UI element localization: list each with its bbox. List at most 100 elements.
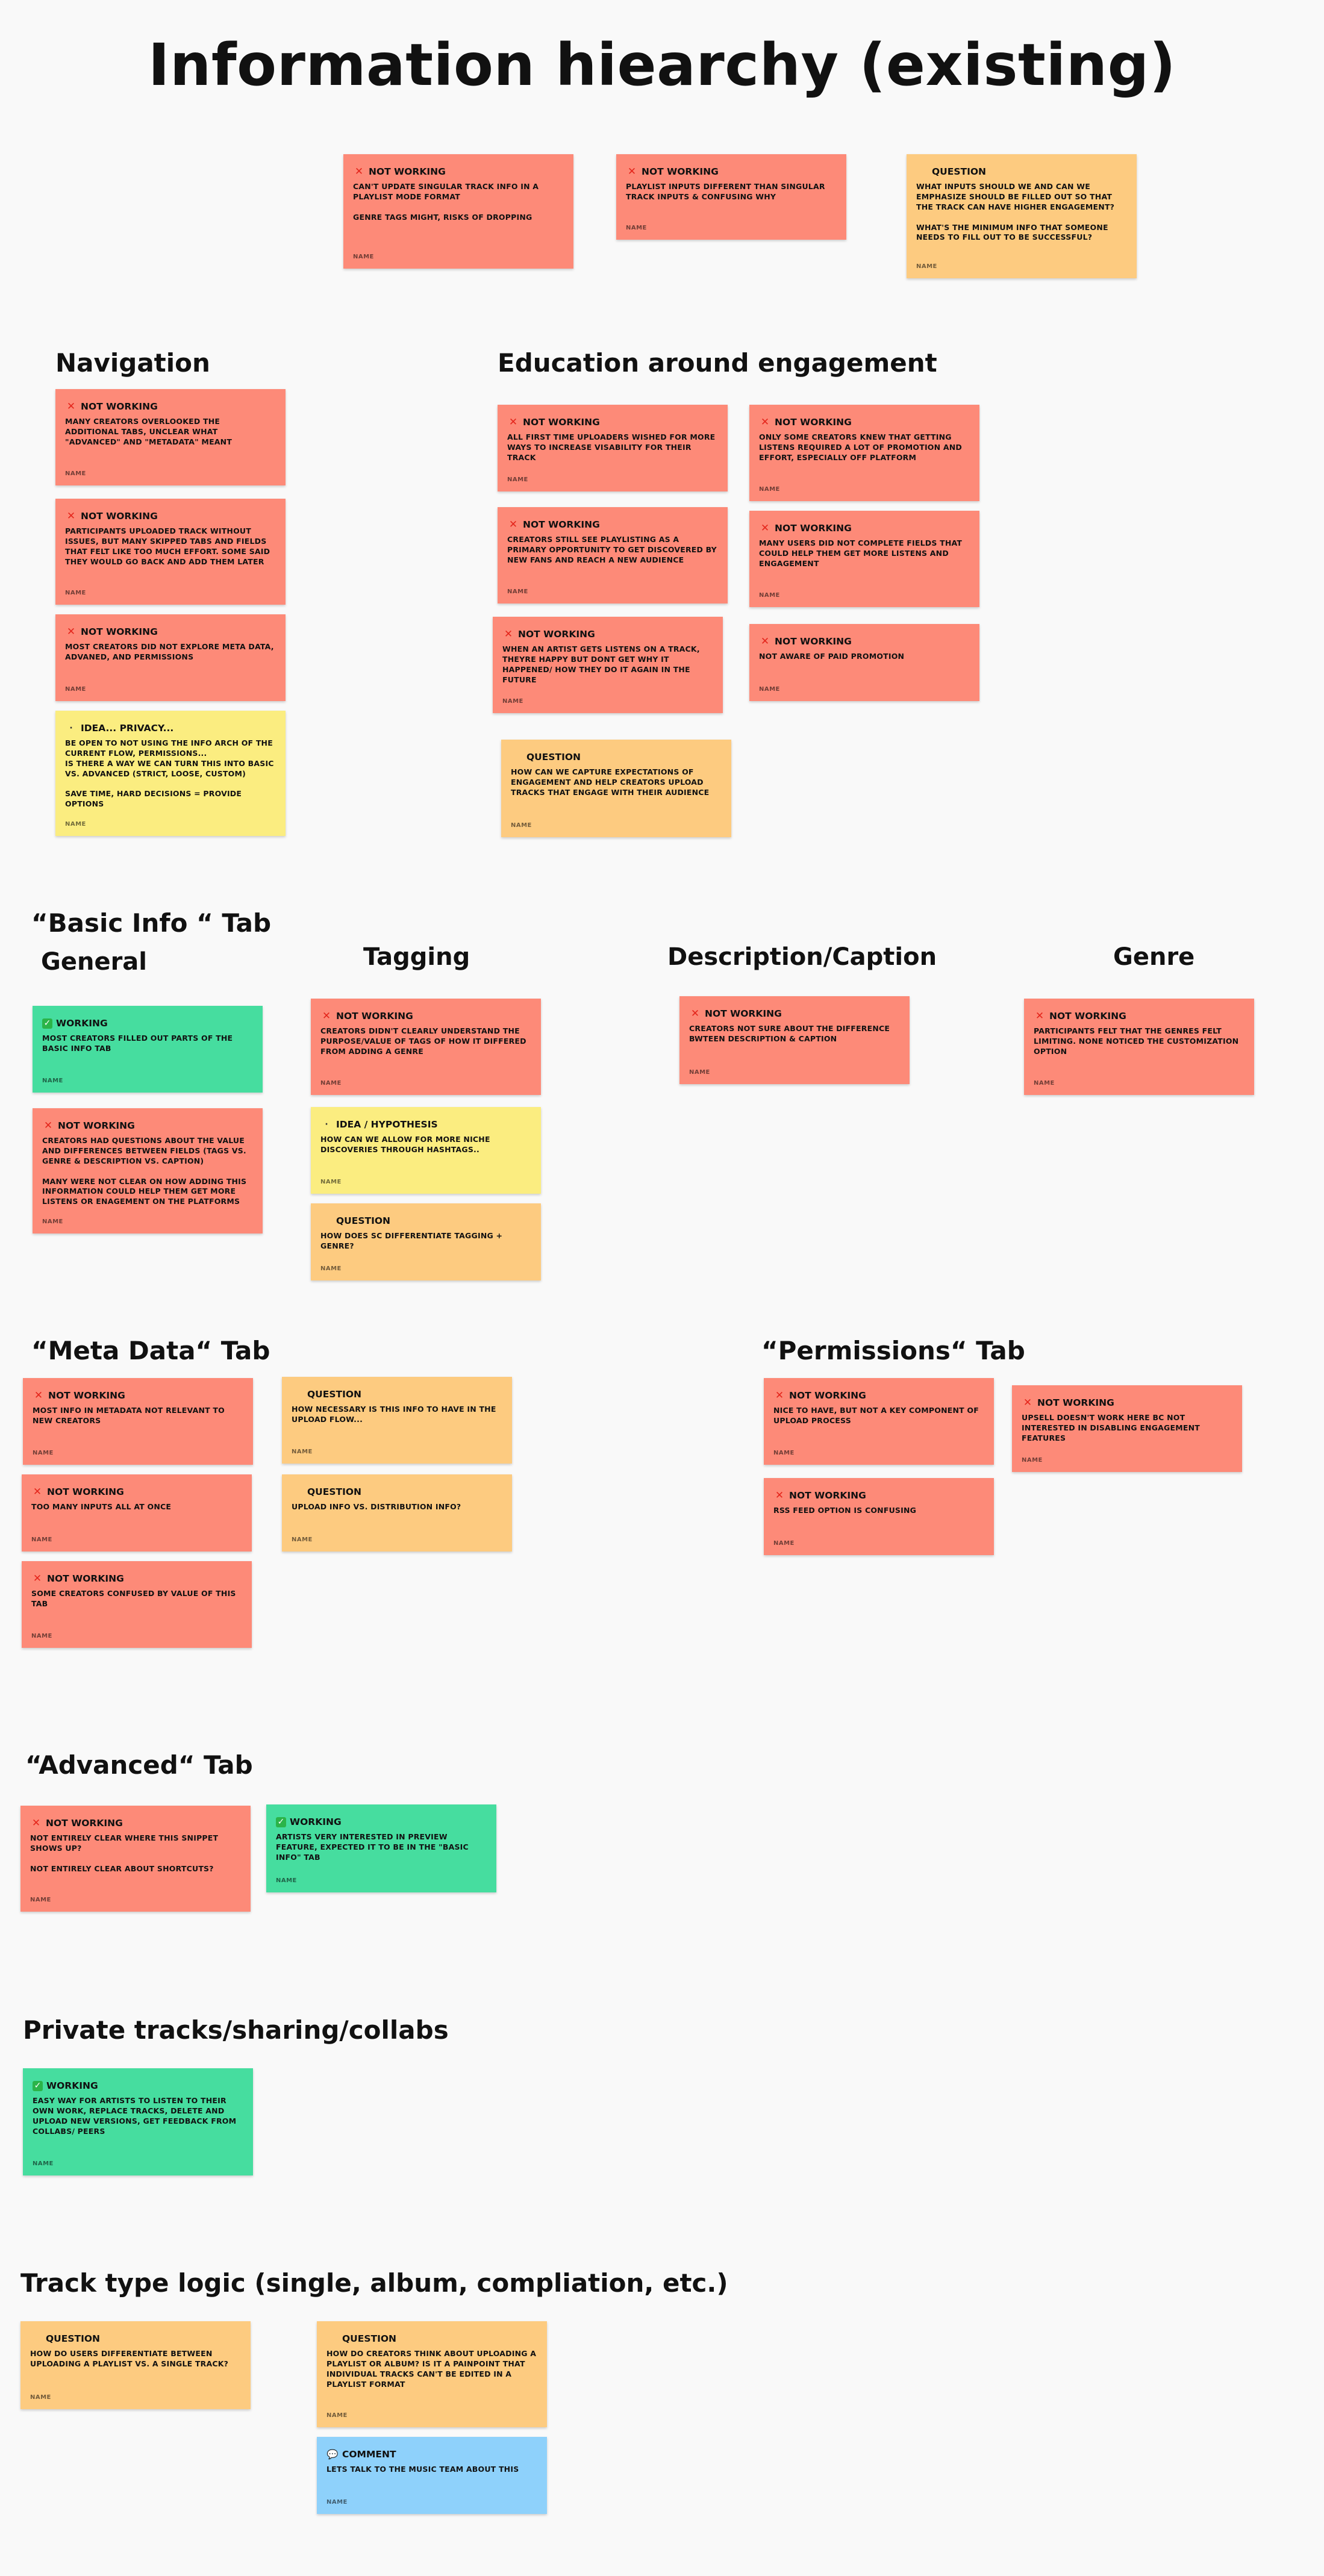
sticky-note[interactable]: ✕NOT WORKING NOT ENTIRELY CLEAR WHERE TH… [20, 1806, 251, 1912]
note-label: NOT WORKING [1049, 1011, 1126, 1021]
sticky-note[interactable]: ?QUESTION HOW NECESSARY IS THIS INFO TO … [282, 1377, 512, 1464]
note-label: NOT WORKING [81, 626, 158, 637]
sticky-note[interactable]: ✓WORKING ARTISTS VERY INTERESTED IN PREV… [266, 1804, 496, 1892]
note-text: HOW DO CREATORS THINK ABOUT UPLOADING A … [326, 2349, 537, 2389]
sticky-note[interactable]: ✕NOT WORKING RSS FEED OPTION IS CONFUSIN… [764, 1478, 994, 1555]
sticky-note[interactable]: ✕NOT WORKING PLAYLIST INPUTS DIFFERENT T… [616, 154, 846, 240]
note-label: NOT WORKING [336, 1011, 413, 1021]
sticky-note[interactable]: ·IDEA / HYPOTHESIS HOW CAN WE ALLOW FOR … [311, 1107, 541, 1194]
note-author: NAME [320, 1179, 342, 1185]
note-author: NAME [292, 1449, 313, 1455]
sticky-note[interactable]: ?QUESTION HOW DO USERS DIFFERENTIATE BET… [20, 2321, 251, 2409]
sticky-note[interactable]: ✕NOT WORKING MANY USERS DID NOT COMPLETE… [749, 511, 979, 607]
sticky-note[interactable]: ?QUESTION HOW DO CREATORS THINK ABOUT UP… [317, 2321, 547, 2427]
sticky-note[interactable]: ✕NOT WORKING MANY CREATORS OVERLOOKED TH… [55, 389, 286, 485]
sticky-note[interactable]: ?QUESTION UPLOAD INFO VS. DISTRIBUTION I… [282, 1474, 512, 1552]
question-icon: ? [916, 167, 928, 177]
speech-bubble-icon: 💬 [326, 2448, 339, 2460]
sticky-note[interactable]: ✕NOT WORKING UPSELL DOESN'T WORK HERE BC… [1012, 1385, 1242, 1472]
sticky-note[interactable]: ✕NOT WORKING SOME CREATORS CONFUSED BY V… [22, 1561, 252, 1648]
x-icon: ✕ [1035, 1009, 1045, 1022]
question-icon: ? [320, 1216, 333, 1226]
note-author: NAME [292, 1536, 313, 1543]
sticky-note[interactable]: ✕NOT WORKING CAN'T UPDATE SINGULAR TRACK… [343, 154, 573, 269]
x-icon: ✕ [33, 1572, 42, 1585]
note-label: COMMENT [342, 2449, 396, 2460]
sticky-note[interactable]: ✕NOT WORKING ONLY SOME CREATORS KNEW THA… [749, 405, 979, 501]
sticky-note[interactable]: ✕NOT WORKING PARTICIPANTS UPLOADED TRACK… [55, 499, 286, 605]
note-label: NOT WORKING [48, 1390, 125, 1401]
x-icon: ✕ [34, 1389, 43, 1402]
note-text: TOO MANY INPUTS ALL AT ONCE [31, 1502, 172, 1511]
note-label: QUESTION [307, 1389, 362, 1400]
note-label: NOT WORKING [705, 1008, 782, 1019]
question-icon: ? [292, 1389, 304, 1400]
note-label: NOT WORKING [81, 401, 158, 412]
sticky-note[interactable]: ✕NOT WORKING NICE TO HAVE, BUT NOT A KEY… [764, 1378, 994, 1465]
sticky-note[interactable]: ? QUESTION WHAT INPUTS SHOULD WE AND CAN … [907, 154, 1137, 278]
x-icon: ✕ [66, 510, 76, 522]
note-text: NOT ENTIRELY CLEAR WHERE THIS SNIPPET SH… [30, 1833, 219, 1873]
sticky-note[interactable]: ✕NOT WORKING CREATORS DIDN'T CLEARLY UND… [311, 999, 541, 1095]
sticky-note[interactable]: ·IDEA... PRIVACY... BE OPEN TO NOT USING… [55, 711, 286, 836]
sticky-note[interactable]: ✕NOT WORKING CREATORS HAD QUESTIONS ABOU… [33, 1108, 263, 1233]
x-icon: ✕ [508, 518, 518, 531]
note-text: MANY USERS DID NOT COMPLETE FIELDS THAT … [759, 538, 963, 568]
sticky-note[interactable]: ?QUESTION HOW DOES SC DIFFERENTIATE TAGG… [311, 1203, 541, 1280]
note-author: NAME [42, 1218, 63, 1225]
note-label: QUESTION [526, 752, 581, 763]
sticky-note[interactable]: ✕NOT WORKING TOO MANY INPUTS ALL AT ONCE… [22, 1474, 252, 1552]
note-author: NAME [759, 592, 780, 599]
note-label: NOT WORKING [369, 166, 446, 177]
note-author: NAME [759, 486, 780, 493]
sub-heading-genre: Genre [1113, 943, 1195, 971]
sticky-note[interactable]: ?QUESTION HOW CAN WE CAPTURE EXPECTATION… [501, 740, 731, 837]
sticky-note[interactable]: ✕ NOT WORKING PARTICIPANTS FELT THAT THE … [1024, 999, 1254, 1095]
sticky-note[interactable]: ✕NOT WORKING MOST CREATORS DID NOT EXPLO… [55, 614, 286, 701]
question-icon: ? [511, 752, 523, 763]
section-heading-permissions: “Permissions“ Tab [761, 1336, 1025, 1365]
lightbulb-icon: · [325, 1120, 328, 1129]
sticky-note[interactable]: ✕NOT WORKING CREATORS NOT SURE ABOUT THE… [679, 996, 910, 1084]
x-icon: ✕ [760, 522, 770, 534]
note-text: MOST CREATORS DID NOT EXPLORE META DATA,… [65, 642, 274, 661]
note-text: WHAT INPUTS SHOULD WE AND CAN WE EMPHASI… [916, 182, 1115, 242]
note-text: HOW CAN WE ALLOW FOR MORE NICHE DISCOVER… [320, 1135, 490, 1154]
note-label: WORKING [56, 1018, 108, 1029]
note-text: SOME CREATORS CONFUSED BY VALUE OF THIS … [31, 1589, 236, 1608]
note-text: PLAYLIST INPUTS DIFFERENT THAN SINGULAR … [626, 182, 825, 201]
sticky-note[interactable]: ✓WORKING EASY WAY FOR ARTISTS TO LISTEN … [23, 2068, 253, 2175]
sticky-note[interactable]: 💬COMMENT LETS TALK TO THE MUSIC TEAM ABO… [317, 2437, 547, 2514]
sticky-note[interactable]: ✕NOT WORKING MOST INFO IN METADATA NOT R… [23, 1378, 253, 1465]
board-title: Information hiearchy (existing) [148, 31, 1176, 99]
question-icon: ? [30, 2334, 42, 2344]
sticky-note[interactable]: ✓WORKING MOST CREATORS FILLED OUT PARTS … [33, 1006, 263, 1093]
note-text: MOST CREATORS FILLED OUT PARTS OF THE BA… [42, 1034, 233, 1053]
note-text: HOW NECESSARY IS THIS INFO TO HAVE IN TH… [292, 1405, 496, 1424]
note-author: NAME [507, 476, 528, 483]
note-text: PARTICIPANTS UPLOADED TRACK WITHOUT ISSU… [65, 526, 270, 566]
note-author: NAME [65, 470, 86, 477]
note-text: BE OPEN TO NOT USING THE INFO ARCH OF TH… [65, 738, 274, 809]
note-text: HOW CAN WE CAPTURE EXPECTATIONS OF ENGAG… [511, 767, 710, 797]
x-icon: ✕ [760, 416, 770, 428]
section-heading-navigation: Navigation [55, 348, 210, 378]
note-author: NAME [320, 1080, 342, 1087]
x-icon: ✕ [508, 416, 518, 428]
note-label: NOT WORKING [789, 1390, 866, 1401]
sticky-note[interactable]: ✕NOT WORKING NOT AWARE OF PAID PROMOTION… [749, 624, 979, 701]
note-label: QUESTION [46, 2333, 101, 2344]
note-label: QUESTION [932, 166, 987, 177]
note-label: NOT WORKING [523, 519, 600, 530]
section-heading-education: Education around engagement [498, 348, 937, 378]
note-author: NAME [30, 2394, 51, 2401]
note-text: NICE TO HAVE, BUT NOT A KEY COMPONENT OF… [773, 1406, 979, 1425]
note-author: NAME [773, 1450, 795, 1456]
sticky-note[interactable]: ✕NOT WORKING WHEN AN ARTIST GETS LISTENS… [493, 617, 723, 713]
note-text: PARTICIPANTS FELT THAT THE GENRES FELT L… [1034, 1026, 1239, 1056]
sticky-note[interactable]: ✕NOT WORKING ALL FIRST TIME UPLOADERS WI… [498, 405, 728, 491]
sticky-note[interactable]: ✕NOT WORKING CREATORS STILL SEE PLAYLIST… [498, 507, 728, 603]
note-label: QUESTION [342, 2333, 397, 2344]
x-icon: ✕ [690, 1007, 700, 1020]
note-author: NAME [689, 1069, 710, 1076]
